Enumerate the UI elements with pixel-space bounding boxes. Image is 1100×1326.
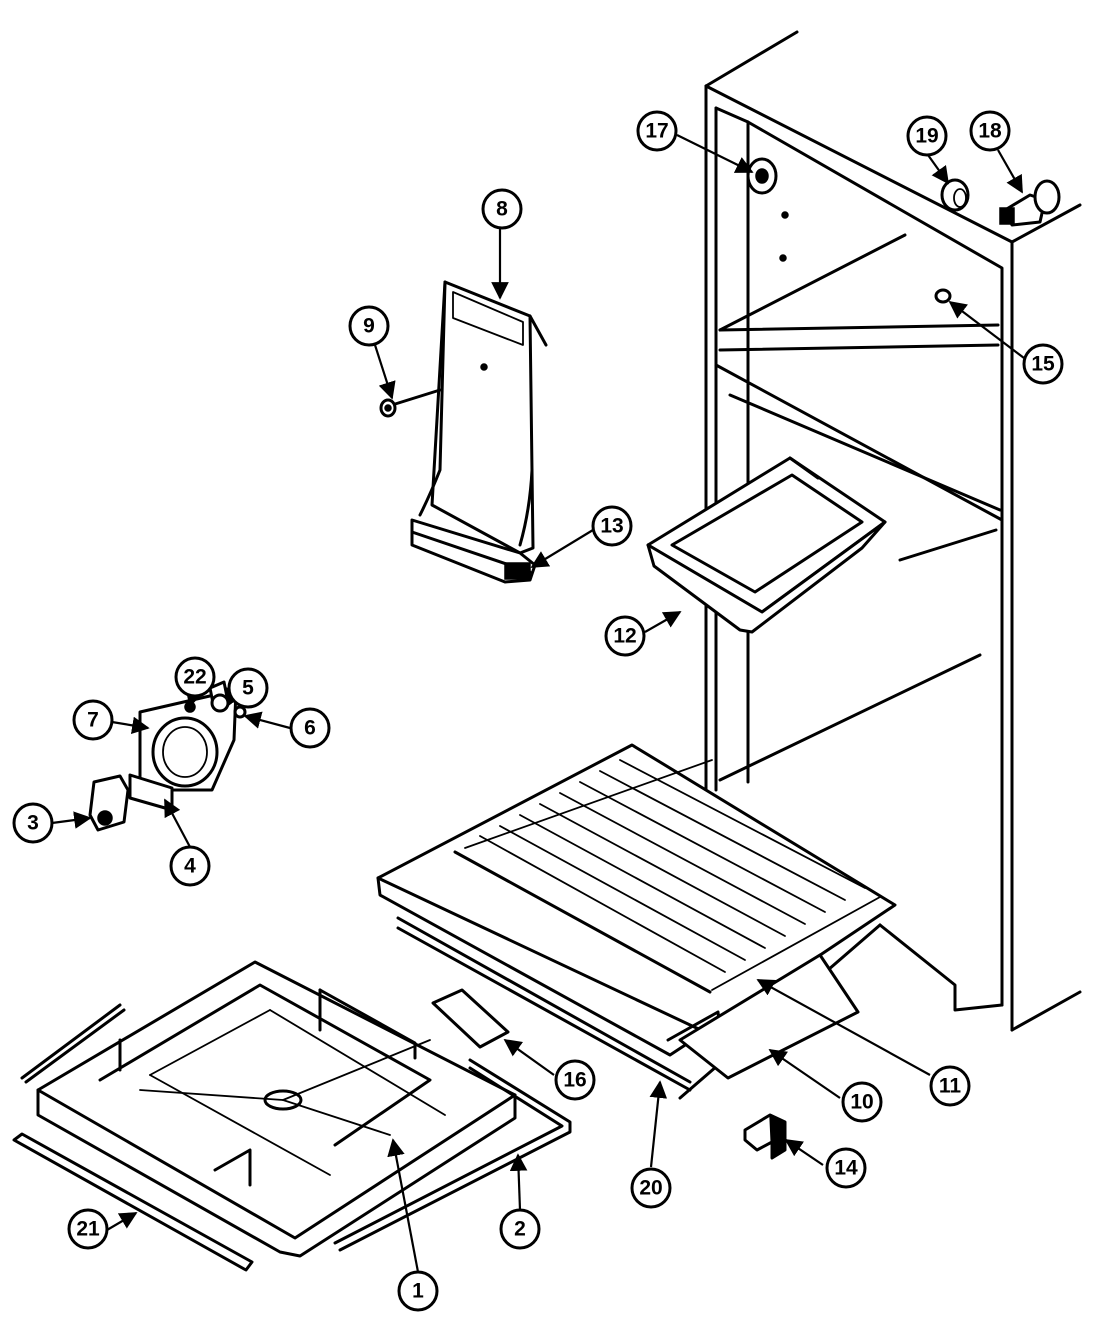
callout-19: 19 xyxy=(906,115,948,157)
part-16-pad xyxy=(431,988,510,1049)
part-21-rail xyxy=(12,1003,254,1272)
callout-3-label: 3 xyxy=(27,812,39,835)
callout-21: 21 xyxy=(67,1208,109,1250)
callout-18-label: 18 xyxy=(978,120,1002,143)
callout-3: 3 xyxy=(12,802,54,844)
callout-22-label: 22 xyxy=(183,666,206,689)
part-19-cap xyxy=(940,178,970,212)
callout-18: 18 xyxy=(969,110,1011,152)
callout-11: 11 xyxy=(929,1065,971,1107)
callout-14-label: 14 xyxy=(834,1157,858,1180)
callout-12: 12 xyxy=(604,615,646,657)
callout-22: 22 xyxy=(174,656,216,698)
callout-17: 17 xyxy=(636,110,678,152)
callout-8-label: 8 xyxy=(496,198,508,221)
part-12-tray xyxy=(646,456,887,634)
callout-19-label: 19 xyxy=(915,125,938,148)
callout-20: 20 xyxy=(630,1167,672,1209)
callout-15: 15 xyxy=(1022,343,1064,385)
refrigerator-cabinet xyxy=(678,30,1082,1100)
callout-15-label: 15 xyxy=(1031,353,1055,376)
callout-10-label: 10 xyxy=(850,1091,873,1114)
callout-5: 5 xyxy=(227,667,269,709)
callout-4-label: 4 xyxy=(184,855,196,878)
leader-lines xyxy=(51,134,1025,1273)
part-17-knob xyxy=(746,157,778,195)
callout-2: 2 xyxy=(499,1208,541,1250)
part-9-screw xyxy=(379,388,442,418)
callout-1: 1 xyxy=(397,1270,439,1312)
callout-10: 10 xyxy=(841,1081,883,1123)
callout-2-label: 2 xyxy=(514,1218,526,1241)
callout-17-label: 17 xyxy=(645,120,668,143)
fan-assembly xyxy=(88,680,247,832)
part-20-rail xyxy=(396,916,692,1092)
part-15-plug xyxy=(934,288,952,304)
callout-7-label: 7 xyxy=(87,709,99,732)
part-11-shelf xyxy=(376,743,897,1057)
part-14-bracket xyxy=(743,1113,787,1160)
callout-6: 6 xyxy=(289,707,331,749)
callout-16: 16 xyxy=(554,1059,596,1101)
callout-9-label: 9 xyxy=(363,315,375,338)
callout-11-label: 11 xyxy=(939,1075,962,1098)
callout-7: 7 xyxy=(72,699,114,741)
callout-13-label: 13 xyxy=(600,515,623,538)
callout-20-label: 20 xyxy=(639,1177,662,1200)
callout-14: 14 xyxy=(825,1147,867,1189)
callout-13: 13 xyxy=(591,505,633,547)
callout-21-label: 21 xyxy=(76,1218,100,1241)
part-8-duct-cover xyxy=(418,280,548,555)
part-2-rail xyxy=(333,1058,572,1252)
part-18-control xyxy=(999,179,1061,227)
callout-1-label: 1 xyxy=(412,1280,424,1303)
callout-8: 8 xyxy=(481,188,523,230)
callout-4: 4 xyxy=(169,845,211,887)
callout-5-label: 5 xyxy=(242,677,254,700)
callout-12-label: 12 xyxy=(613,625,636,648)
callout-6-label: 6 xyxy=(304,717,316,740)
part-13-duct-base xyxy=(410,518,537,584)
callout-16-label: 16 xyxy=(563,1069,586,1092)
callout-9: 9 xyxy=(348,305,390,347)
